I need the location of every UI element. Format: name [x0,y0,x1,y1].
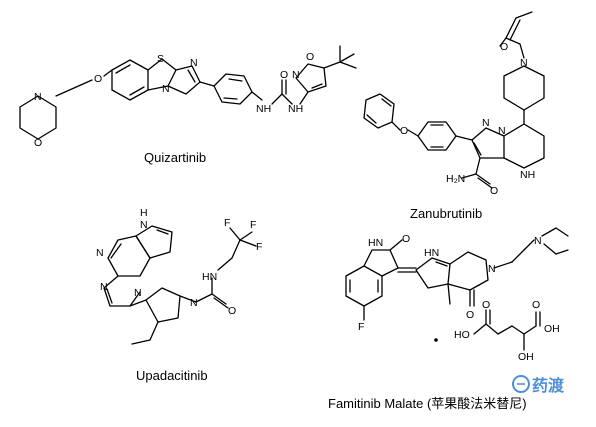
atom-hn: HN [368,237,383,249]
atom-f: F [358,321,364,333]
atom-o: O [482,299,490,311]
atom-n: N [520,57,528,69]
caption-zanubrutinib: Zanubrutinib [410,206,482,221]
atom-n: N [498,125,506,137]
atom-nh: NH [288,103,303,115]
atom-n: N [534,235,542,247]
atom-f: F [256,241,262,253]
atom-oh: OH [544,323,560,335]
yaodu-logo-icon [512,375,530,393]
upadacitinib-structure: H N N N N N HN O F F F Upadacitinib [96,207,262,383]
atom-f: F [224,217,230,229]
atom-s: S [157,53,164,65]
watermark-text: 药渡 [532,376,565,395]
quizartinib-structure: N O O S N N NH O NH N O Quizartinib [19,45,357,165]
watermark-logo: 药渡 [512,375,565,395]
atom-n: N [96,247,104,259]
atom-f: F [250,219,256,231]
atom-nh: NH [520,169,535,181]
atom-hn: HN [202,271,217,283]
atom-h2n: H₂N [446,173,465,185]
zanubrutinib-structure: O N N N NH O H₂N O Zanubrutinib [363,11,545,221]
atom-n: N [482,117,490,129]
atom-o: O [490,185,498,197]
atom-oh: OH [518,351,534,363]
atom-ho: HO [454,329,470,341]
atom-o: O [466,309,474,321]
atom-n: N [488,263,496,275]
atom-n: N [292,69,300,81]
atom-o: O [94,73,102,85]
atom-n: N [134,287,142,299]
atom-h: H [140,207,148,219]
caption-quizartinib: Quizartinib [144,150,206,165]
caption-upadacitinib: Upadacitinib [136,368,208,383]
famitinib-structure: HN O HN N N O F HO O OH OH O Famitinib M… [328,227,569,411]
atom-n: N [162,83,170,95]
atom-n: N [190,57,198,69]
atom-o: O [34,137,42,149]
atom-o: O [402,233,410,245]
atom-o: O [306,51,314,63]
atom-o: O [400,125,408,137]
atom-n: N [34,91,42,103]
atom-o: O [280,69,288,81]
atom-n: N [140,219,148,231]
atom-o: O [532,299,540,311]
atom-n: N [190,297,198,309]
salt-dot [434,338,438,342]
caption-famitinib: Famitinib Malate (苹果酸法米替尼) [328,396,527,411]
atom-o: O [228,305,236,317]
atom-o: O [500,41,508,53]
atom-hn: HN [424,247,439,259]
atom-n: N [100,281,108,293]
atom-nh: NH [256,103,271,115]
